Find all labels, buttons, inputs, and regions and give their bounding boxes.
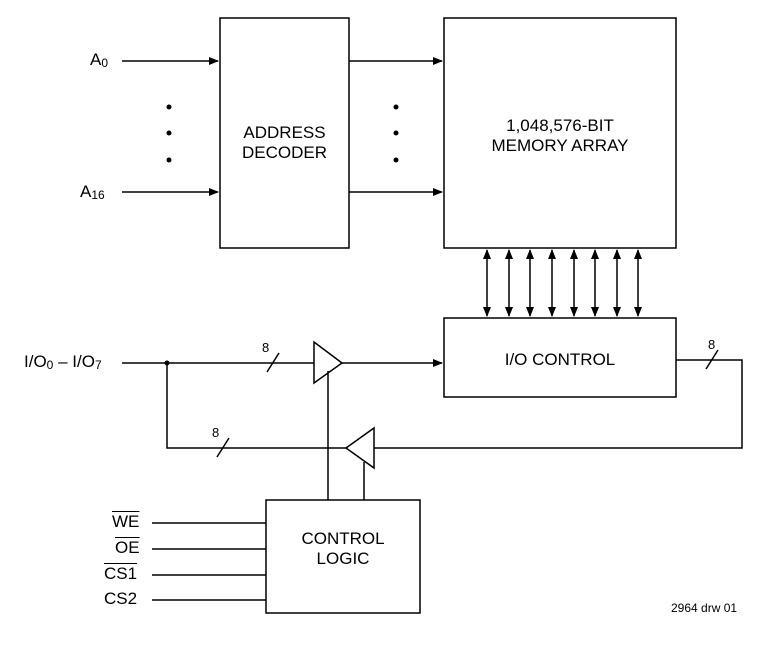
decoder-output-ellipsis [393,104,399,163]
input-bus-width: 8 [262,340,270,355]
output-bus-slash [705,349,719,370]
data-bidirectional-lines [483,249,642,317]
output-bus-width: 8 [708,337,716,352]
io-control-block [443,317,677,398]
feedback-bus-width: 8 [212,425,220,440]
cs1-label: CS1 [104,564,138,583]
address-ellipsis [166,104,172,163]
io-output-line [374,359,743,449]
output-buffer-triangle [344,426,375,470]
io-control-label: I/O CONTROL [504,350,616,369]
oe-label: OE [115,538,140,557]
control-logic-block [265,499,421,614]
we-label: WE [112,512,140,531]
address-decoder-label: ADDRESS DECODER [241,123,327,162]
address-decoder-block [219,17,350,249]
io-label: I/O0 – I/O7 [24,352,102,372]
input-bus-slash [266,352,280,373]
a0-label: A0 [90,50,109,70]
control-logic-label: CONTROL LOGIC [301,529,385,568]
feedback-bus-slash [216,437,230,458]
a16-label: A16 [80,182,105,202]
memory-array-block [443,17,677,249]
junction-dot [164,360,170,366]
drawing-id: 2964 drw 01 [671,601,738,615]
cs2-label: CS2 [104,589,138,608]
memory-array-label: 1,048,576-BIT MEMORY ARRAY [491,116,629,155]
feedback-line [166,363,346,449]
